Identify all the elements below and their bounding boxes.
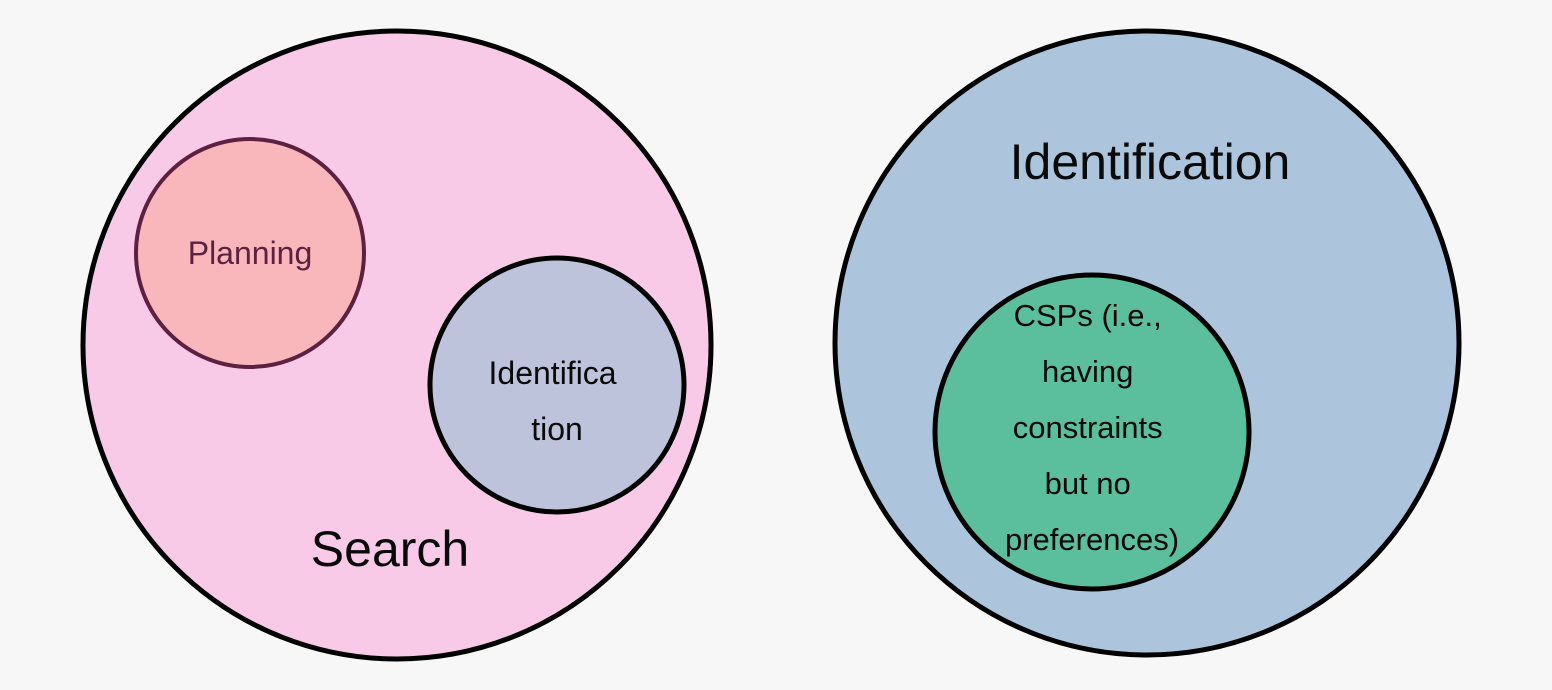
planning-circle[interactable] (134, 137, 366, 369)
identification-main-label: Identification (1010, 134, 1291, 190)
csps-circle[interactable] (932, 272, 1252, 592)
csps-label: CSPs (i.e., having constraints but no pr… (1005, 298, 1179, 557)
search-label: Search (311, 521, 469, 577)
search-group: Search Planning Identifica tion (80, 28, 714, 662)
identification-sub-circle[interactable] (427, 255, 687, 515)
identification-group: Identification CSPs (i.e., having constr… (832, 28, 1462, 658)
planning-label: Planning (188, 235, 313, 271)
identification-sub-label: Identifica tion (489, 355, 626, 447)
